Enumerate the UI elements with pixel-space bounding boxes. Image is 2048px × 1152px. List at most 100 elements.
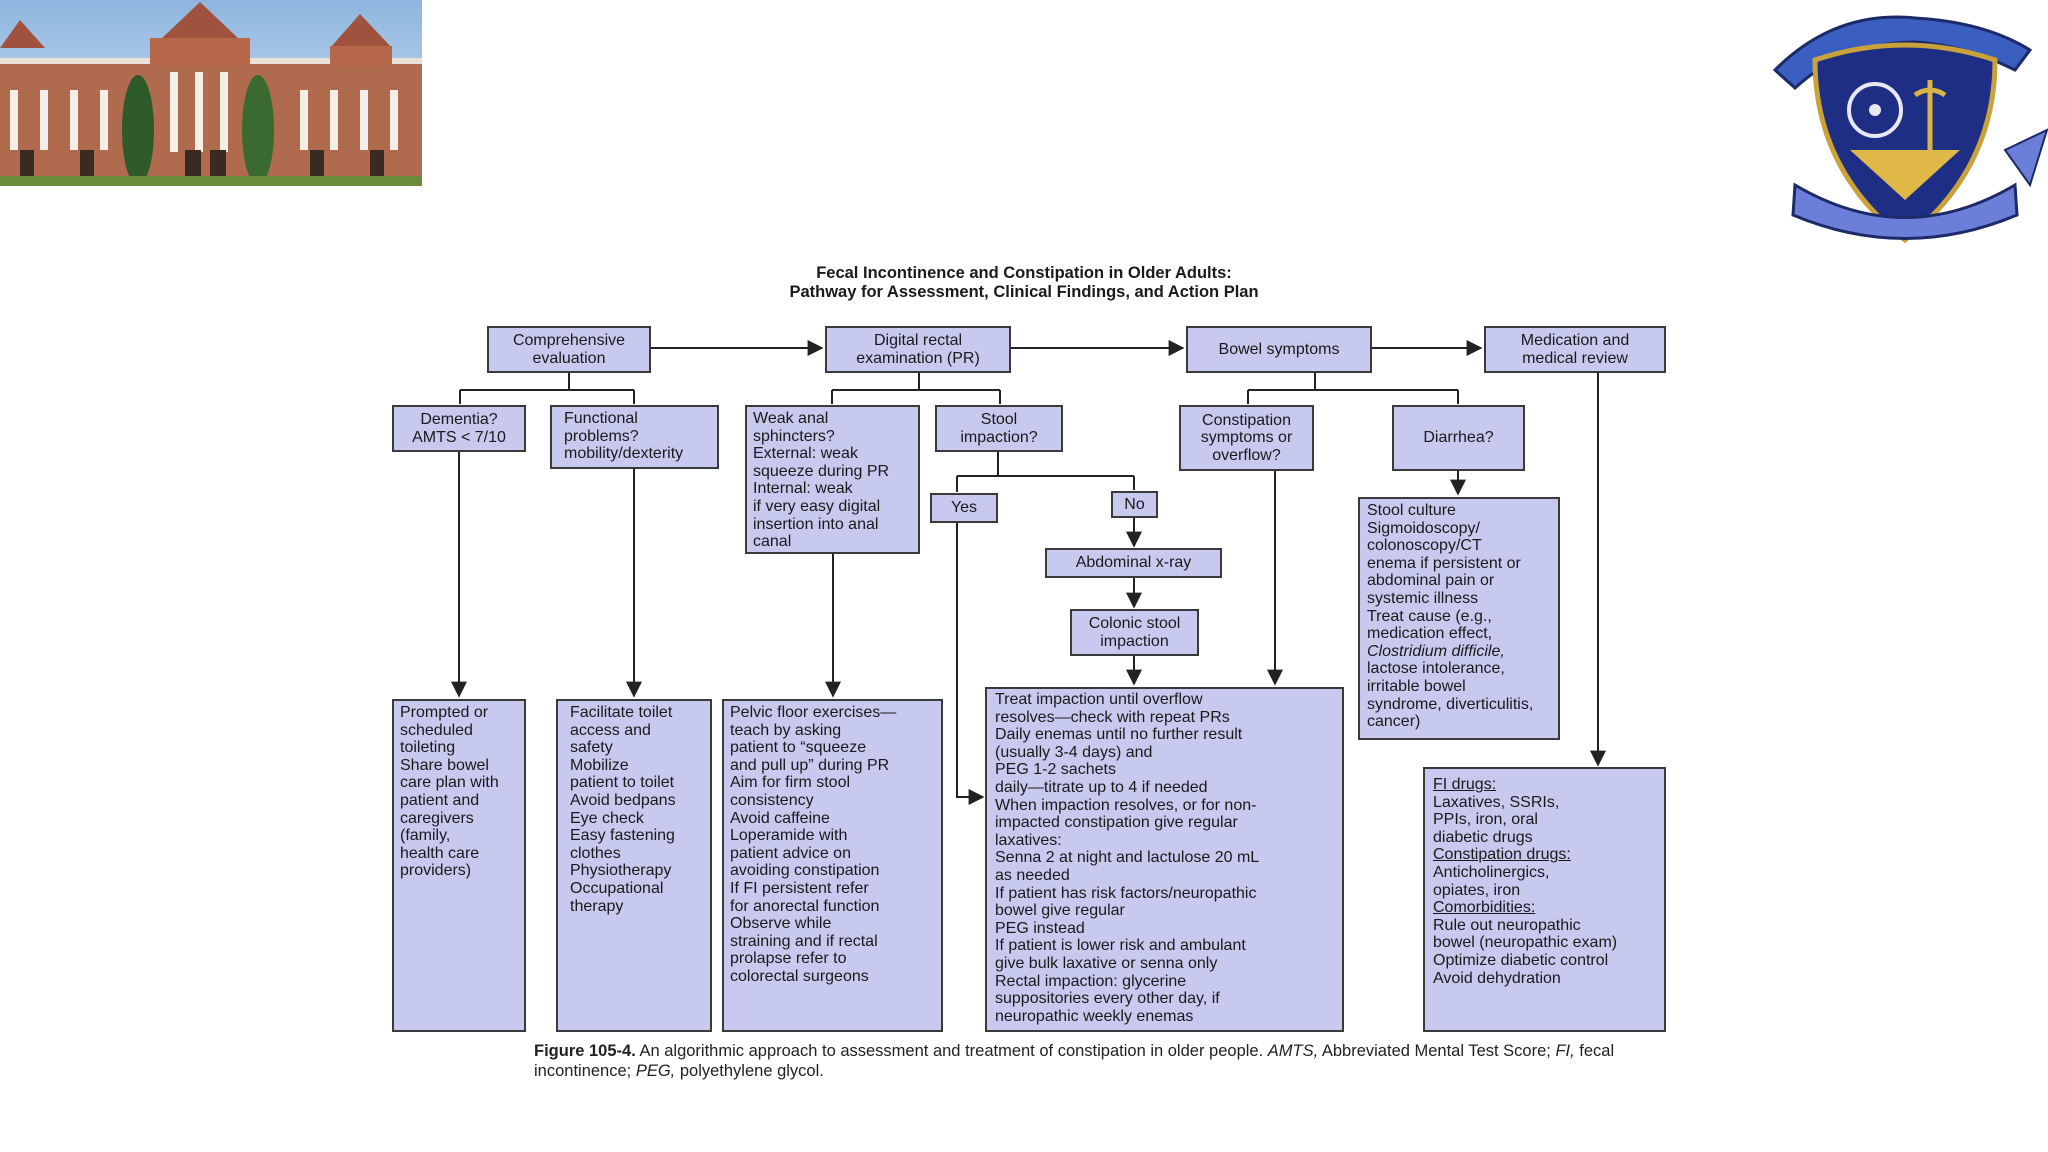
box-line: overflow? bbox=[1212, 446, 1281, 464]
box-line: systemic illness bbox=[1367, 589, 1479, 607]
box-line: if very easy digital bbox=[753, 497, 881, 515]
constipation-question-box: Constipation symptoms or overflow? bbox=[1179, 405, 1314, 471]
box-line: Weak anal bbox=[753, 410, 829, 427]
box-line: If patient has risk factors/neuropathic bbox=[995, 884, 1257, 902]
box-line: Prompted or bbox=[400, 704, 489, 721]
box-line: External: weak bbox=[753, 445, 858, 463]
college-crest-logo bbox=[1755, 0, 2048, 252]
box-line: If FI persistent refer bbox=[730, 879, 869, 897]
box-line: Abdominal x-ray bbox=[1075, 554, 1192, 572]
comprehensive-evaluation-box: Comprehensive evaluation bbox=[487, 326, 651, 373]
dementia-question-box: Dementia? AMTS < 7/10 bbox=[392, 405, 526, 452]
box-line: Physiotherapy bbox=[570, 862, 672, 880]
box-line: Diarrhea? bbox=[1423, 429, 1494, 447]
box-line: syndrome, diverticulitis, bbox=[1367, 695, 1534, 713]
toileting-plan-box: Prompted or scheduled toileting Share bo… bbox=[392, 699, 526, 1032]
diarrhea-question-box: Diarrhea? bbox=[1392, 405, 1525, 471]
box-line: straining and if rectal bbox=[730, 932, 878, 950]
box-line: opiates, iron bbox=[1433, 881, 1521, 899]
box-line: impaction? bbox=[960, 428, 1038, 446]
box-line: PEG 1-2 sachets bbox=[995, 761, 1116, 779]
box-line: mobility/dexterity bbox=[564, 445, 684, 463]
diagram-title-line-2: Pathway for Assessment, Clinical Finding… bbox=[789, 283, 1259, 301]
box-line: cancer) bbox=[1367, 713, 1421, 731]
box-line: enema if persistent or bbox=[1367, 554, 1521, 572]
caption-label: Figure 105-4. bbox=[534, 1042, 636, 1060]
box-line: patient and bbox=[400, 791, 480, 809]
box-line: Optimize diabetic control bbox=[1433, 951, 1609, 969]
caption-definition: fecal incontinence; bbox=[534, 1042, 1615, 1080]
digital-rectal-exam-box: Digital rectal examination (PR) bbox=[825, 326, 1011, 373]
box-line: colorectal surgeons bbox=[730, 967, 869, 985]
drug-review-plan-box: FI drugs: Laxatives, SSRIs, PPIs, iron, … bbox=[1423, 767, 1666, 1032]
box-line: Bowel symptoms bbox=[1218, 340, 1340, 358]
box-line: care plan with bbox=[400, 774, 499, 792]
college-building-photo bbox=[0, 0, 422, 186]
box-line: therapy bbox=[570, 897, 624, 915]
box-line: Clostridium difficile, bbox=[1367, 642, 1505, 660]
diarrhea-plan-box: Stool culture Sigmoidoscopy/ colonoscopy… bbox=[1358, 497, 1560, 740]
box-line: Pelvic floor exercises— bbox=[730, 704, 897, 721]
box-line: Observe while bbox=[730, 915, 832, 933]
box-line: Stool culture bbox=[1367, 502, 1456, 519]
box-line: resolves—check with repeat PRs bbox=[995, 708, 1230, 726]
box-line: Sigmoidoscopy/ bbox=[1367, 519, 1480, 537]
box-line: Anticholinergics, bbox=[1433, 863, 1550, 881]
box-line: providers) bbox=[400, 862, 472, 880]
box-line: Dementia? bbox=[420, 410, 498, 428]
box-line: No bbox=[1124, 495, 1145, 513]
functional-plan-box: Facilitate toilet access and safety Mobi… bbox=[556, 699, 712, 1032]
box-line: patient advice on bbox=[730, 844, 851, 862]
box-line: symptoms or bbox=[1200, 429, 1293, 447]
caption-abbr: AMTS, bbox=[1267, 1042, 1319, 1060]
box-line: impaction bbox=[1100, 632, 1169, 650]
box-line: medication effect, bbox=[1367, 625, 1493, 643]
box-line: Mobilize bbox=[570, 756, 629, 774]
box-line: Constipation drugs: bbox=[1433, 846, 1571, 864]
box-line: AMTS < 7/10 bbox=[412, 428, 506, 446]
box-line: laxatives: bbox=[995, 831, 1062, 849]
box-line: and pull up” during PR bbox=[730, 756, 890, 774]
box-line: for anorectal function bbox=[730, 897, 880, 915]
caption-abbr: PEG, bbox=[635, 1062, 676, 1080]
box-line: medical review bbox=[1522, 349, 1628, 367]
box-line: bowel give regular bbox=[995, 902, 1125, 920]
weak-anal-sphincters-box: Weak anal sphincters? External: weak squ… bbox=[745, 405, 920, 554]
no-box: No bbox=[1111, 491, 1158, 518]
box-line: squeeze during PR bbox=[753, 462, 890, 480]
box-line: abdominal pain or bbox=[1367, 572, 1495, 590]
pelvic-floor-plan-box: Pelvic floor exercises— teach by asking … bbox=[722, 699, 943, 1032]
caption-definition: polyethylene glycol. bbox=[675, 1062, 824, 1080]
box-line: FI drugs: bbox=[1433, 776, 1497, 793]
box-line: Treat impaction until overflow bbox=[995, 691, 1203, 708]
medication-review-box: Medication and medical review bbox=[1484, 326, 1666, 373]
box-line: Comprehensive bbox=[512, 331, 626, 349]
bowel-symptoms-box: Bowel symptoms bbox=[1186, 326, 1372, 373]
box-line: (family, bbox=[400, 827, 451, 845]
caption-text: An algorithmic approach to assessment an… bbox=[635, 1042, 1268, 1060]
yes-box: Yes bbox=[930, 493, 998, 523]
box-line: avoiding constipation bbox=[730, 862, 880, 880]
stool-impaction-question-box: Stool impaction? bbox=[935, 405, 1063, 452]
box-line: Daily enemas until no further result bbox=[995, 726, 1243, 744]
box-line: insertion into anal bbox=[753, 515, 879, 533]
box-line: Eye check bbox=[570, 809, 644, 827]
box-line: give bulk laxative or senna only bbox=[995, 954, 1218, 972]
box-line: suppositories every other day, if bbox=[995, 990, 1220, 1008]
box-line: Comorbidities: bbox=[1433, 899, 1536, 917]
box-line: Laxatives, SSRIs, bbox=[1433, 793, 1560, 811]
box-line: patient to “squeeze bbox=[730, 739, 867, 757]
box-line: health care bbox=[400, 844, 480, 862]
box-line: If patient is lower risk and ambulant bbox=[995, 937, 1246, 955]
box-line: Rectal impaction: glycerine bbox=[995, 972, 1187, 990]
box-line: sphincters? bbox=[753, 427, 835, 445]
box-line: Senna 2 at night and lactulose 20 mL bbox=[995, 849, 1260, 867]
box-line: scheduled bbox=[400, 721, 473, 739]
box-line: bowel (neuropathic exam) bbox=[1433, 934, 1618, 952]
box-line: PEG instead bbox=[995, 919, 1085, 937]
figure-caption: Figure 105-4. An algorithmic approach to… bbox=[534, 1041, 1634, 1081]
box-line: irritable bowel bbox=[1367, 677, 1466, 695]
box-line: Yes bbox=[950, 499, 978, 517]
box-line: problems? bbox=[564, 427, 639, 445]
